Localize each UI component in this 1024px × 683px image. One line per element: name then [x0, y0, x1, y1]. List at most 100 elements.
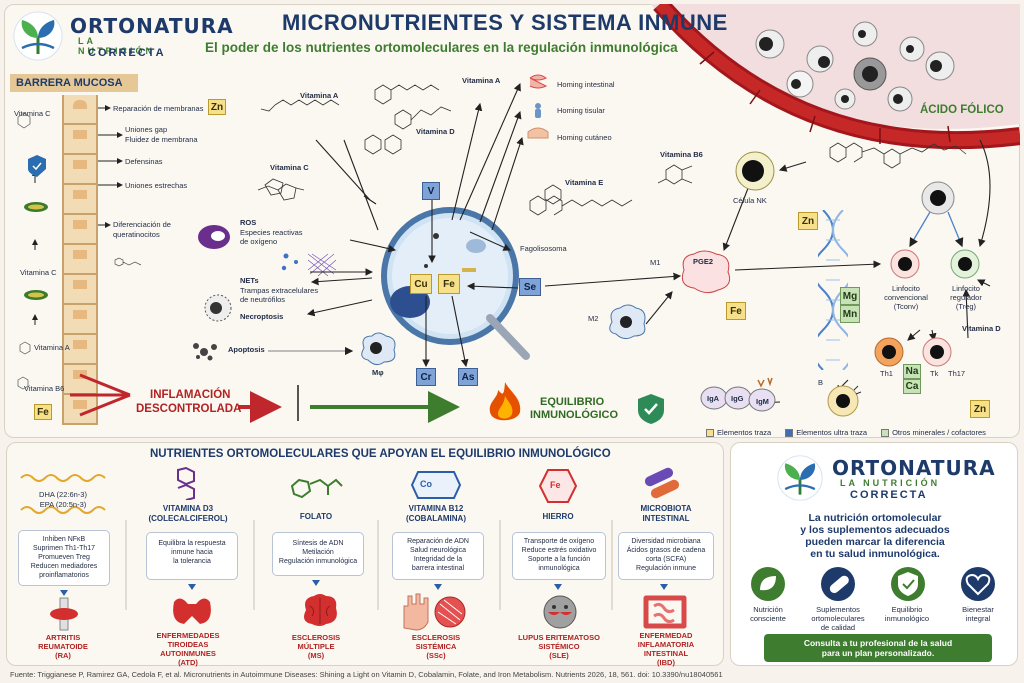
card6-line-3: corta (SCFA): [645, 556, 687, 563]
treg-label-2: regulador: [950, 293, 982, 302]
treg-label-3: (Treg): [955, 302, 977, 311]
card2-disease-3: AUTOINMUNES: [160, 649, 216, 658]
center-vitd-label: Vitamina D: [416, 127, 455, 136]
tconv-label-2: convencional: [884, 293, 928, 302]
barrier-title: BARRERA MUCOSA: [10, 74, 138, 92]
apoptosis-label: Apoptosis: [228, 345, 265, 354]
right-fe-badge: Fe: [726, 302, 746, 320]
fagolisosoma-label: Fagolisosoma: [520, 244, 567, 253]
mphi-label: Mφ: [372, 368, 384, 377]
necroptosis-label: Necroptosis: [240, 312, 284, 321]
promo-brand-tagline-1: LA NUTRICIÓN: [840, 478, 941, 488]
brand-tagline-1: LA NUTRICIÓN: [78, 36, 155, 56]
legend-other-swatch: [881, 428, 890, 437]
card3-disease-3: (MS): [307, 651, 325, 660]
card1-disease-1: ARTRITIS: [45, 633, 81, 642]
equilibrio-label-2: INMUNOLÓGICO: [530, 409, 618, 421]
shield-check-icon: [638, 394, 664, 424]
nk-label: Célula NK: [733, 196, 767, 205]
vitamin-d3-icon: [177, 466, 195, 500]
card6-title-2: INTESTINAL: [642, 514, 690, 523]
card5-disease-2: SISTÉMICO: [538, 642, 580, 651]
card3-line-1: Síntesis de ADN: [292, 540, 344, 547]
center-vita-label: Vitamina A: [300, 91, 339, 100]
promo-cta-button[interactable]: Consulta a tu profesional de la salud pa…: [764, 634, 992, 662]
card2-line-2: inmune hacia: [171, 549, 213, 556]
barrier-vita-label: Vitamina A: [34, 343, 70, 352]
bacteria-icon: [644, 467, 680, 499]
card1-box: Inhiben NFκB Suprimen Th1-Th17 Promueven…: [18, 530, 110, 586]
pge2-cell: [681, 250, 731, 294]
card6-line-4: Regulación inmune: [636, 565, 696, 572]
thyroid-icon: [173, 598, 211, 624]
legend-trace-label: Elementos traza: [717, 428, 772, 437]
promo-brand-name: ORTONATURA: [832, 456, 996, 480]
vitamin-molecules: [260, 84, 562, 205]
tconv-label-3: (Tconv): [893, 302, 919, 311]
epithelial-nuclei: [73, 100, 87, 420]
acido-folico-label: ÁCIDO FÓLICO: [920, 104, 1004, 116]
barrier-item-diff-1: Diferenciación de: [113, 220, 171, 229]
right-zn-badge: Zn: [798, 212, 818, 230]
pge2-label: PGE2: [693, 257, 714, 266]
barrier-fe-badge: Fe: [34, 404, 52, 420]
promo-icon3-label-2: inmunológico: [884, 614, 930, 623]
brand-name: ORTONATURA: [70, 14, 234, 38]
barrier-item-defensins: Defensinas: [125, 157, 163, 166]
barrier-item-gap: Uniones gap: [125, 125, 168, 134]
card1-line-4: Reducen mediadores: [30, 563, 98, 570]
card1-line-5: proinflamatorios: [39, 572, 89, 579]
card2-title-2: (COLECALCIFEROL): [148, 514, 228, 523]
footer-source: Fuente: Triggianese P, Ramirez GA, Cedol…: [10, 670, 723, 679]
antibody-icons: [700, 377, 776, 412]
equilibrio-label-1: EQUILIBRIO: [540, 396, 605, 408]
promo-text-2: y los suplementos adecuados: [800, 524, 950, 536]
brand-tagline-2: CORRECTA: [88, 47, 166, 59]
homing-skin: Homing cutáneo: [557, 133, 612, 142]
nets-line-1: Trampas extracelulares: [240, 286, 319, 295]
card5-title-1: HIERRO: [542, 512, 574, 521]
page-subtitle: El poder de los nutrientes ortomolecular…: [205, 40, 678, 55]
apoptosis-icon: [193, 343, 217, 361]
promo-icon2-label-3: de calidad: [820, 623, 856, 632]
mn-badge: Mn: [840, 305, 860, 323]
card1-disease-3: (RA): [55, 651, 71, 660]
card6-box: Diversidad microbiana Ácidos grasos de c…: [618, 532, 714, 580]
center-vitc-label: Vitamina C: [270, 163, 309, 172]
intestine-icon: [643, 595, 687, 629]
card6-disease-3: INTESTINAL: [643, 649, 689, 658]
promo-icon1-label-1: Nutrición: [753, 605, 783, 614]
legend-trace: Elementos traza: [706, 428, 771, 437]
card1-title-1: DHA (22:6n-3): [39, 490, 87, 499]
element-fe-center-badge: Fe: [438, 274, 460, 294]
element-cu-badge: Cu: [410, 274, 432, 294]
card5-line-4: inmunológica: [538, 565, 580, 572]
leaf-logo-icon: [13, 11, 63, 61]
card3-line-3: Regulación inmunológica: [278, 558, 358, 565]
promo-icon4-label-2: integral: [965, 614, 991, 623]
na-badge: Na: [903, 364, 921, 379]
promo-icon2-label-1: Suplementos: [816, 605, 860, 614]
barrier-item-diff-2: queratinocitos: [113, 230, 160, 239]
center-vite-label: Vitamina E: [565, 178, 604, 187]
right-vitd-label: Vitamina D: [962, 324, 1001, 333]
card1-disease-2: REUMATOIDE: [38, 642, 88, 651]
promo-icons: [751, 567, 995, 601]
nutrients-title: NUTRIENTES ORTOMOLECULARES QUE APOYAN EL…: [150, 448, 611, 460]
legend-ultra: Elementos ultra traza: [785, 428, 867, 437]
treg-cell: [950, 249, 980, 279]
iga-label: IgA: [707, 394, 720, 403]
hand-skin-icon: [403, 593, 466, 631]
homing-intestinal: Homing intestinal: [557, 80, 615, 89]
b-cell: [827, 385, 862, 417]
legend-other-label: Otros minerales / cofactores: [892, 428, 986, 437]
element-v-badge: V: [422, 182, 440, 200]
ca-badge: Ca: [903, 379, 921, 394]
barrier-item-repair: Reparación de membranas: [113, 104, 204, 113]
card2-disease-4: (ATD): [178, 658, 198, 667]
cobalt-hexagon-icon: [410, 471, 462, 499]
card2-title-1: VITAMINA D3: [162, 504, 214, 513]
barrier-vitb6-label: Vitamina B6: [24, 384, 65, 393]
igg-label: IgG: [731, 394, 744, 403]
card1-title-2: EPA (20:5n-3): [39, 500, 87, 509]
